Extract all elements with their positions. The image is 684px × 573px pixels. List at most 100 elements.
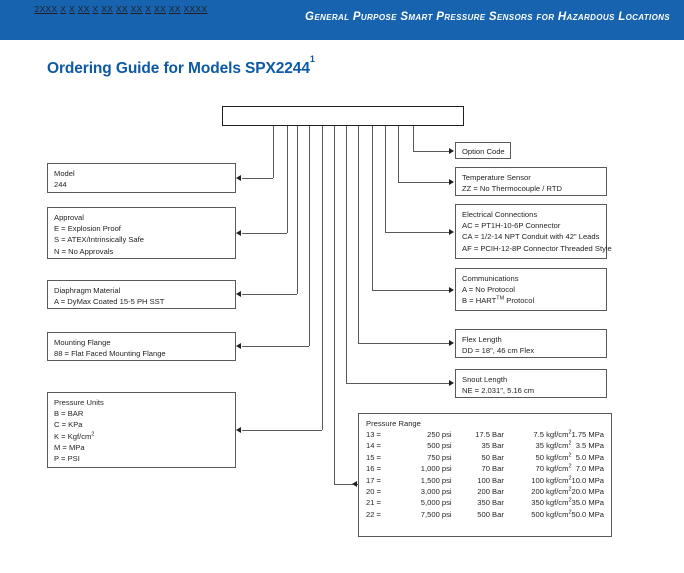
leader-line-horizontal — [346, 383, 449, 384]
code-segment: XX — [77, 4, 90, 14]
model-box-row-0: 244 — [54, 180, 67, 190]
leader-line-horizontal — [242, 294, 297, 295]
pr-bar: 35 Bar — [481, 441, 504, 451]
arrow-head-left — [236, 229, 241, 236]
pr-bar: 200 Bar — [477, 487, 504, 497]
mounting-flange-box: Mounting Flange 88 = Flat Faced Mounting… — [47, 332, 236, 361]
pr-code: 15 = — [366, 452, 381, 462]
units-box-row-2: K = Kgf/cm2 — [54, 431, 95, 441]
approval-box-row-0: E = Explosion Proof — [54, 224, 121, 234]
pr-psi: 250 psi — [427, 430, 452, 439]
pressure-units-box: Pressure Units B = BAR C = KPa K = Kgf/c… — [47, 392, 236, 468]
code-segment: X — [60, 4, 67, 14]
leader-line-vertical — [309, 126, 310, 346]
leader-line-vertical — [372, 126, 373, 290]
option-code-box: Option Code — [455, 142, 511, 159]
model-code-box — [222, 106, 464, 126]
option-code-title: Option Code — [462, 147, 505, 156]
comm-box-row-0: A = No Protocol — [462, 285, 515, 295]
page-title-footnote: 1 — [309, 53, 315, 64]
comm-box-title: Communications — [462, 274, 519, 283]
pr-bar: 70 Bar — [481, 464, 504, 474]
arrow-head-right — [449, 147, 454, 154]
pr-mpa: 50.0 MPa — [571, 509, 604, 519]
code-segment: XX — [115, 4, 128, 14]
arrow-head-right — [449, 379, 454, 386]
approval-box: Approval E = Explosion Proof S = ATEX/In… — [47, 207, 236, 259]
arrow-head-right — [449, 286, 454, 293]
approval-box-title: Approval — [54, 213, 84, 222]
pr-code: 14 = — [366, 441, 381, 451]
leader-line-vertical — [287, 126, 288, 233]
pr-kgf: 70 kgf/cm2 — [535, 463, 572, 474]
snout-box-row-0: NE = 2.031", 5.16 cm — [462, 386, 535, 396]
model-code-text: 2XXX X X XX X XX XX XX X XX XX XXXX — [0, 4, 242, 14]
diaphragm-material-box: Diaphragm Material A = DyMax Coated 15-5… — [47, 280, 236, 309]
leader-line-horizontal — [242, 346, 309, 347]
diaphragm-box-title: Diaphragm Material — [54, 286, 121, 295]
communications-box: Communications A = No Protocol B = HARTT… — [455, 268, 607, 311]
flange-box-row-0: 88 = Flat Faced Mounting Flange — [54, 349, 166, 359]
code-segment: X — [69, 4, 76, 14]
elec-box-row-2: AF = PCIH-12-8P Connector Threaded Style — [462, 243, 612, 253]
pr-bar: 17.5 Bar — [475, 430, 504, 439]
temp-box-title: Temperature Sensor — [462, 173, 531, 182]
pr-kgf: 500 kgf/cm2 — [531, 509, 572, 519]
pr-kgf: 7.5 kgf/cm2 — [533, 429, 572, 439]
arrow-head-right — [449, 339, 454, 346]
arrow-head-right — [449, 228, 454, 235]
pr-kgf: 350 kgf/cm2 — [531, 497, 572, 508]
leader-line-horizontal — [358, 343, 449, 344]
diaphragm-box-row-0: A = DyMax Coated 15-5 PH SST — [54, 297, 165, 307]
units-box-title: Pressure Units — [54, 398, 104, 407]
pr-code: 21 = — [366, 498, 381, 508]
elec-box-title: Electrical Connections — [462, 210, 538, 219]
leader-line-vertical — [413, 126, 414, 151]
pr-mpa: 35.0 MPa — [571, 498, 604, 508]
approval-box-row-2: N = No Approvals — [54, 246, 114, 256]
pr-bar: 100 Bar — [477, 475, 504, 485]
leader-line-vertical — [346, 126, 347, 383]
page-title-text: Ordering Guide for Models SPX2244 — [47, 60, 310, 77]
arrow-head-right — [449, 178, 454, 185]
snout-length-box: Snout Length NE = 2.031", 5.16 cm — [455, 369, 607, 398]
units-box-row-3: M = MPa — [54, 442, 85, 452]
pr-kgf: 200 kgf/cm2 — [531, 486, 572, 497]
pr-psi: 1,000 psi — [420, 464, 452, 474]
code-segment: 2XXX — [34, 4, 58, 14]
electrical-connections-box: Electrical Connections AC = PT1H-10-6P C… — [455, 204, 612, 259]
pr-mpa: 10.0 MPa — [571, 475, 604, 485]
pr-mpa: 3.5 MPa — [575, 441, 604, 451]
leader-line-vertical — [322, 126, 323, 430]
model-box-title: Model — [54, 169, 75, 178]
code-segment: XX — [130, 4, 143, 14]
pr-mpa: 1.75 MPa — [571, 430, 604, 439]
elec-box-row-1: CA = 1/2-14 NPT Conduit with 42" Leads — [462, 232, 600, 242]
model-box: Model 244 — [47, 163, 236, 193]
leader-line-vertical — [297, 126, 298, 294]
pr-code: 20 = — [366, 487, 381, 497]
code-segment: X — [145, 4, 152, 14]
units-box-row-1: C = KPa — [54, 420, 83, 430]
arrow-head-left — [236, 426, 241, 433]
pr-mpa: 20.0 MPa — [571, 487, 604, 497]
leader-line-horizontal — [334, 484, 358, 485]
arrow-head-left — [236, 342, 241, 349]
units-box-row-4: P = PSI — [54, 454, 80, 464]
code-segment: X — [92, 4, 99, 14]
leader-line-horizontal — [242, 233, 287, 234]
flex-length-box: Flex Length DD = 18", 46 cm Flex — [455, 329, 607, 358]
flex-box-row-0: DD = 18", 46 cm Flex — [462, 346, 535, 356]
leader-line-horizontal — [372, 290, 449, 291]
code-segment: XXXX — [183, 4, 208, 14]
temp-box-row-0: ZZ = No Thermocouple / RTD — [462, 184, 562, 194]
